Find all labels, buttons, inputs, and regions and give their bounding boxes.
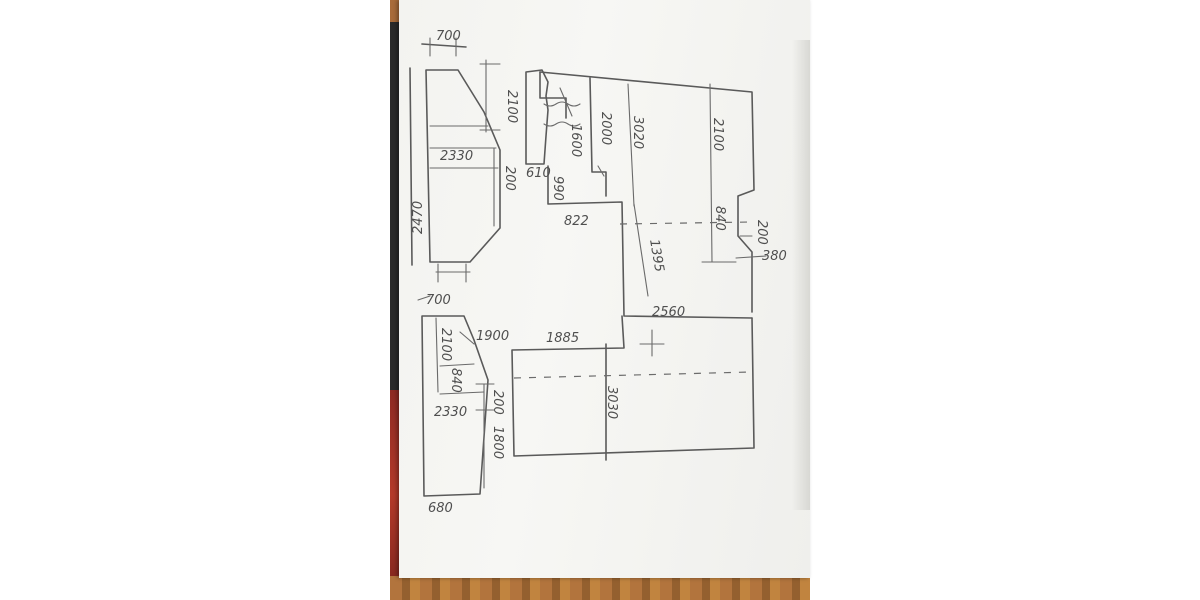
dimension-room-610: 610	[526, 166, 551, 181]
sketch-paper-sheet	[399, 0, 810, 578]
dimension-room-2000: 2000	[598, 112, 613, 145]
dimension-lower-2100: 2100	[438, 328, 453, 361]
dimension-left-200: 200	[502, 166, 517, 191]
paper-edge-shadow	[792, 40, 810, 510]
dimension-lower-200: 200	[490, 390, 505, 415]
dimension-lower-680: 680	[428, 501, 453, 516]
dimension-lower-840: 840	[448, 368, 463, 393]
dimension-room-1395: 1395	[646, 238, 667, 273]
dimension-room-200: 200	[754, 220, 769, 245]
dimension-left-2330: 2330	[440, 149, 473, 164]
dimension-room-380: 380	[762, 249, 787, 264]
main-room-outline	[511, 69, 767, 461]
dimension-room-990: 990	[550, 176, 565, 201]
wooden-table-bottom-edge	[390, 576, 810, 600]
dimension-labels: 700 2330 2470 2100 200 1600 2000 3020 21…	[411, 29, 787, 516]
dimension-room-2560: 2560	[652, 305, 685, 320]
dimension-room-3020: 3020	[630, 116, 645, 149]
lower-left-elevation	[417, 295, 495, 497]
dimension-lower-700: 700	[426, 293, 451, 308]
dimension-lower-1900: 1900	[476, 329, 509, 344]
dimension-room-3030: 3030	[604, 386, 619, 419]
dimension-room-1600: 1600	[568, 124, 583, 157]
dimension-left-2470: 2470	[411, 201, 426, 234]
dimension-left-2100: 2100	[504, 90, 519, 123]
dimension-lower-1800: 1800	[490, 426, 505, 459]
dimension-top-left-700: 700	[436, 29, 461, 44]
upper-left-elevation	[409, 37, 501, 283]
dimension-room-2100: 2100	[710, 118, 725, 151]
dimension-room-1885: 1885	[546, 331, 579, 346]
dimension-lower-2330: 2330	[434, 405, 467, 420]
dimension-room-840: 840	[712, 206, 727, 231]
dimension-room-822: 822	[564, 214, 589, 229]
